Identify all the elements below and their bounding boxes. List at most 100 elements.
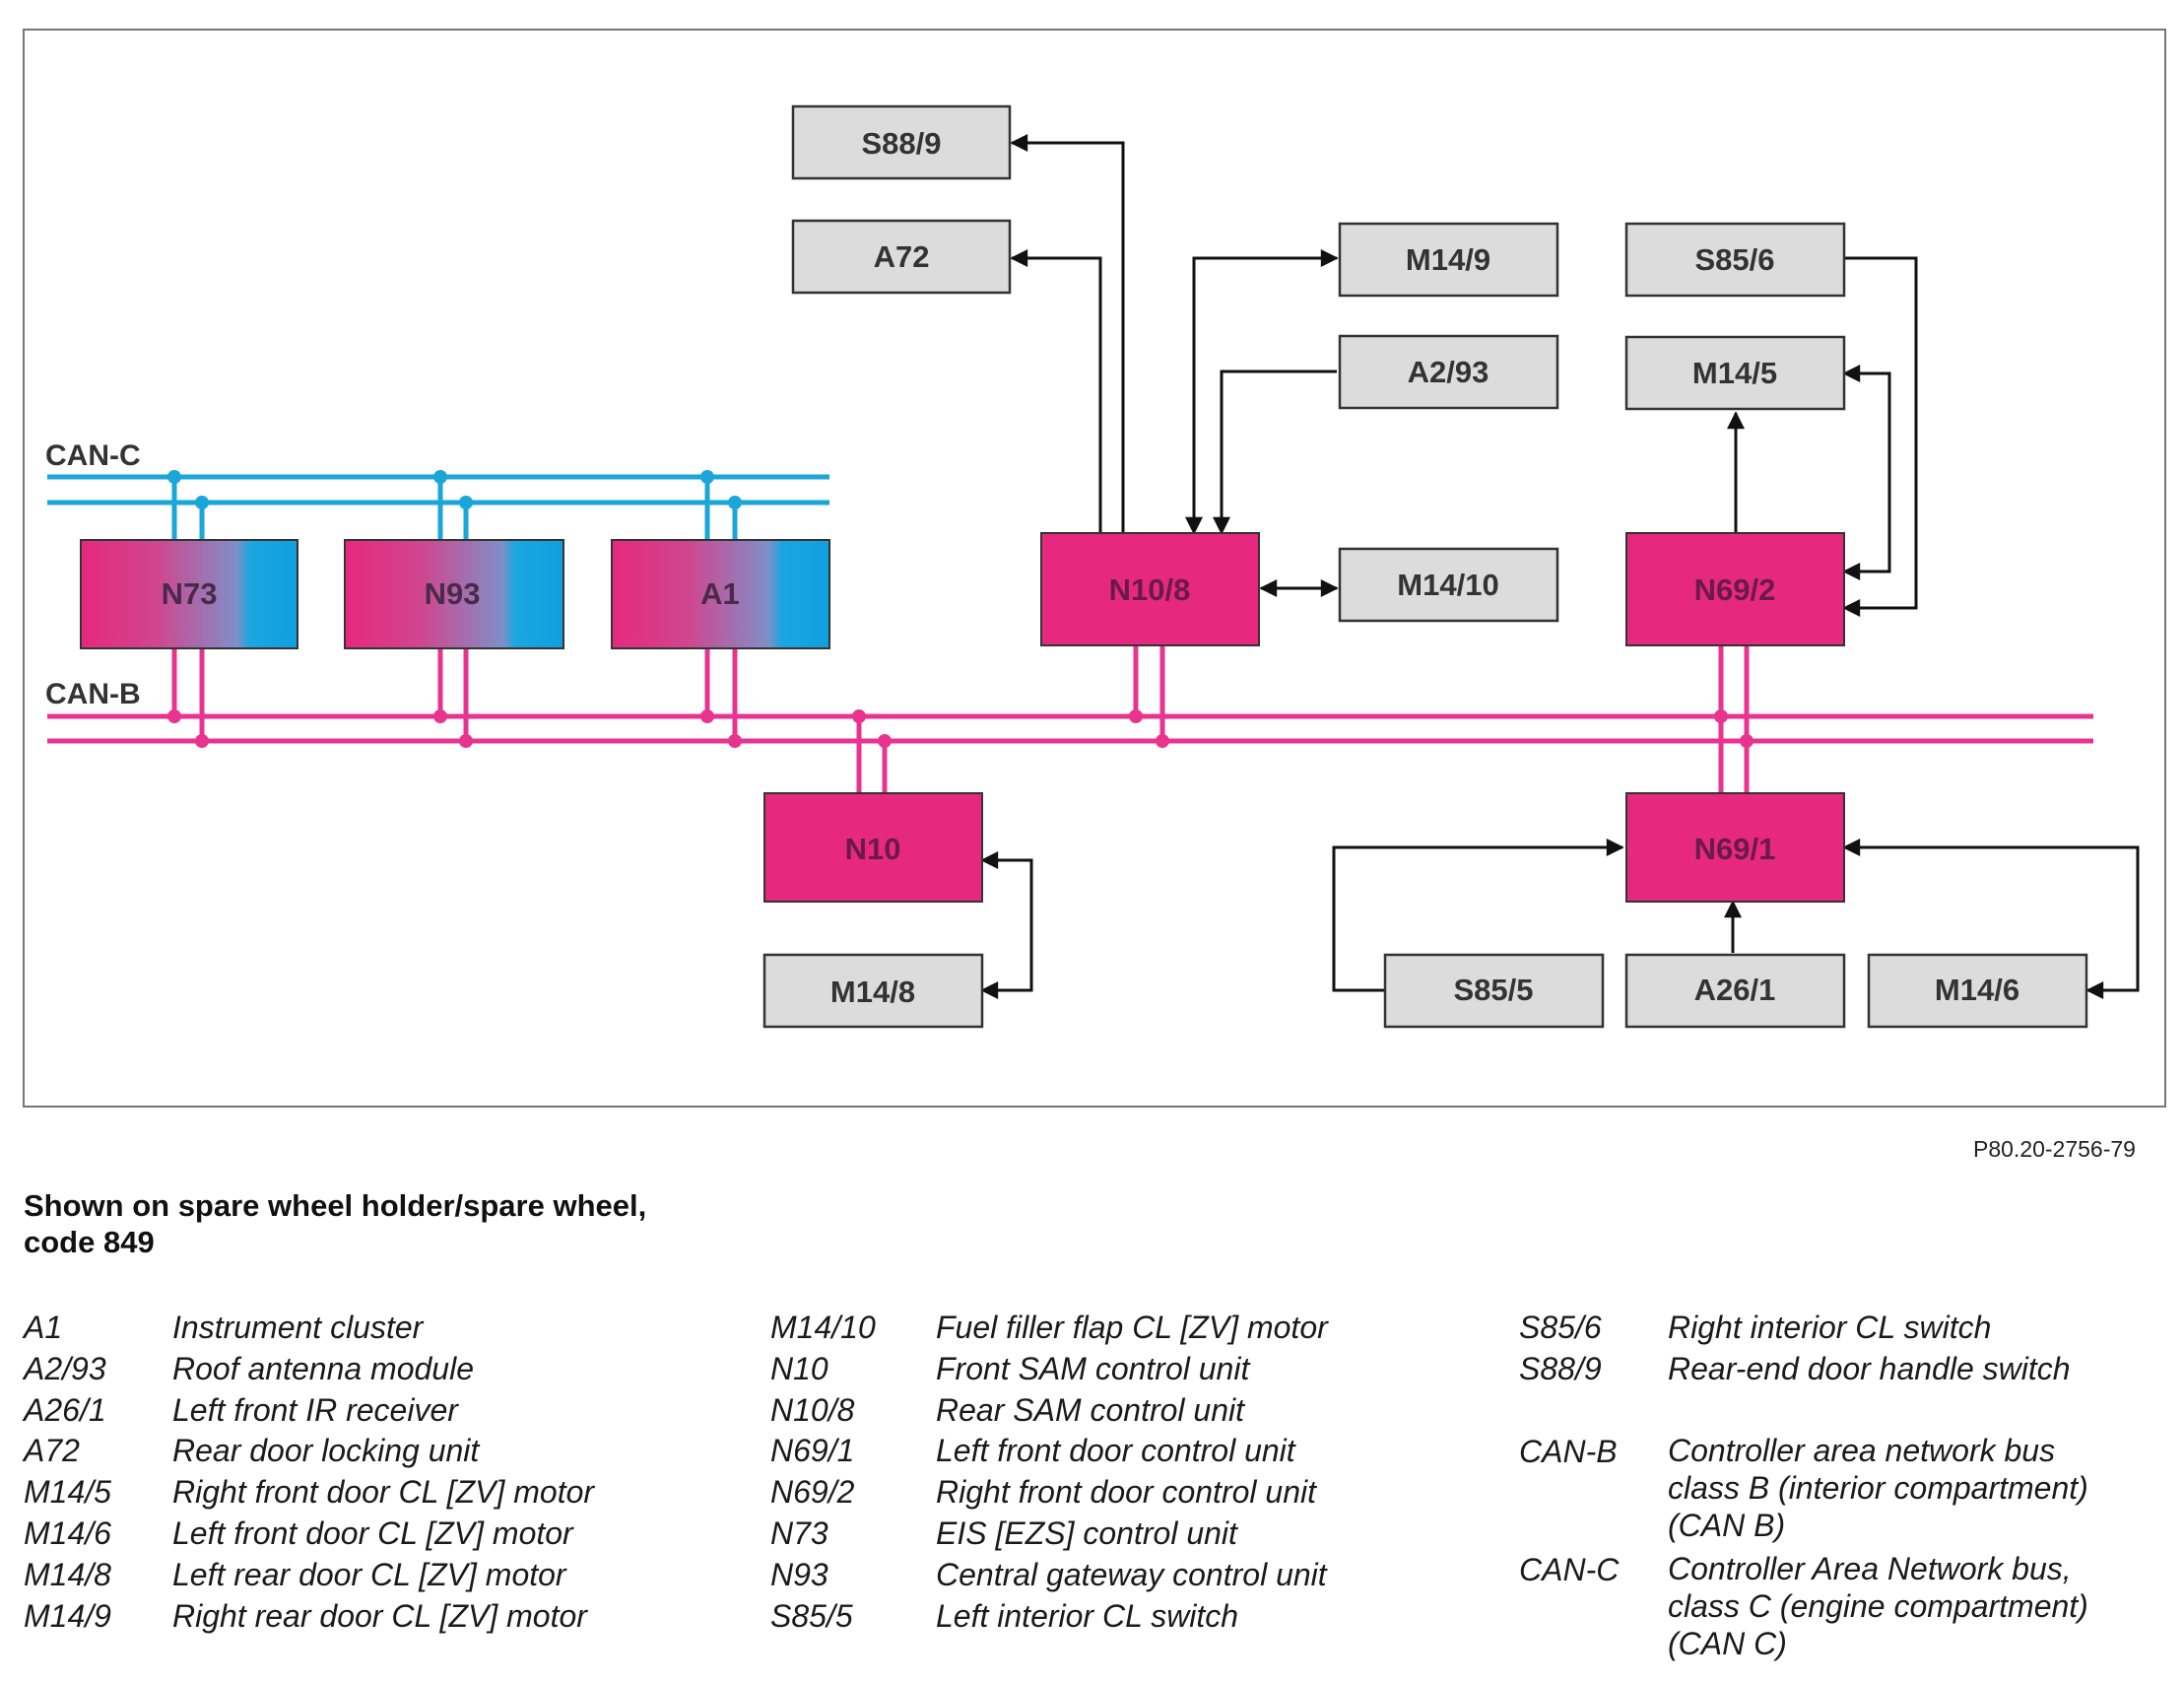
legend-item: N69/2 Right front door control unit bbox=[770, 1472, 1328, 1514]
svg-text:A2/93: A2/93 bbox=[1408, 355, 1489, 389]
legend-item: S88/9 Rear-end door handle switch bbox=[1519, 1349, 2088, 1390]
svg-text:M14/8: M14/8 bbox=[830, 975, 915, 1009]
component-a26-1: A26/1 bbox=[1624, 953, 1846, 1029]
legend-desc: Right rear door CL [ZV] motor bbox=[172, 1597, 587, 1634]
legend-code: M14/8 bbox=[24, 1556, 111, 1592]
legend-item: CAN-C Controller Area Network bus, class … bbox=[1519, 1550, 2088, 1662]
legend-code: N69/2 bbox=[770, 1474, 855, 1511]
legend-code: N10 bbox=[770, 1350, 828, 1386]
legend-code: N69/1 bbox=[770, 1433, 855, 1469]
svg-text:M14/10: M14/10 bbox=[1397, 568, 1498, 602]
component-a72: A72 bbox=[791, 219, 1012, 295]
legend-desc: Central gateway control unit bbox=[936, 1556, 1327, 1592]
svg-text:N69/2: N69/2 bbox=[1694, 572, 1776, 607]
legend-item: N10/8 Rear SAM control unit bbox=[770, 1390, 1328, 1432]
legend-code: M14/5 bbox=[24, 1474, 111, 1511]
svg-text:S85/6: S85/6 bbox=[1694, 242, 1774, 277]
legend-code: M14/10 bbox=[770, 1310, 876, 1345]
caption: Shown on spare wheel holder/spare wheel,… bbox=[24, 1188, 647, 1259]
module-a1: A1 bbox=[611, 539, 830, 649]
legend-item: A2/93 Roof antenna module bbox=[24, 1349, 594, 1390]
legend-desc: Left interior CL switch bbox=[936, 1597, 1239, 1634]
legend-item: S85/5 Left interior CL switch bbox=[770, 1596, 1328, 1638]
legend-desc: Controller Area Network bus, class C (en… bbox=[1668, 1550, 2088, 1661]
figure-code: P80.20-2756-79 bbox=[1973, 1136, 2136, 1162]
legend-desc: Right front door CL [ZV] motor bbox=[172, 1474, 595, 1511]
legend-desc: Right interior CL switch bbox=[1668, 1310, 1992, 1345]
legend-desc: Left front IR receiver bbox=[172, 1391, 458, 1428]
svg-text:S88/9: S88/9 bbox=[861, 126, 941, 161]
can-c-junctions bbox=[167, 470, 742, 509]
legend-desc: Left rear door CL [ZV] motor bbox=[172, 1556, 566, 1592]
module-n73: N73 bbox=[80, 539, 298, 649]
component-m14-9: M14/9 bbox=[1338, 222, 1559, 298]
module-n10-8: N10/8 bbox=[1040, 532, 1260, 646]
legend-item: M14/9 Right rear door CL [ZV] motor bbox=[24, 1596, 594, 1638]
legend-item: A26/1 Left front IR receiver bbox=[24, 1390, 594, 1432]
svg-text:A26/1: A26/1 bbox=[1694, 973, 1776, 1007]
legend-desc: Front SAM control unit bbox=[936, 1350, 1250, 1386]
legend-item: M14/5 Right front door CL [ZV] motor bbox=[24, 1472, 594, 1514]
legend-desc: Controller area network bus class B (int… bbox=[1668, 1432, 2088, 1543]
legend-code: M14/9 bbox=[24, 1597, 111, 1634]
legend-desc: Roof antenna module bbox=[172, 1350, 474, 1386]
legend-code: CAN-C bbox=[1519, 1551, 1620, 1587]
component-s88-9: S88/9 bbox=[791, 104, 1012, 180]
module-n69-1: N69/1 bbox=[1625, 792, 1845, 903]
legend-item: M14/8 Left rear door CL [ZV] motor bbox=[24, 1555, 594, 1596]
legend-code: N73 bbox=[770, 1514, 828, 1551]
legend-spacer bbox=[1519, 1390, 2088, 1432]
svg-text:N10/8: N10/8 bbox=[1109, 572, 1191, 607]
svg-text:N73: N73 bbox=[162, 576, 218, 611]
legend-code: N10/8 bbox=[770, 1391, 855, 1428]
legend-item: N93 Central gateway control unit bbox=[770, 1555, 1328, 1596]
legend-desc: EIS [EZS] control unit bbox=[936, 1514, 1237, 1551]
legend-item: A72 Rear door locking unit bbox=[24, 1431, 594, 1472]
legend-code: A72 bbox=[24, 1433, 80, 1469]
legend-desc: Rear door locking unit bbox=[172, 1433, 480, 1469]
svg-text:N69/1: N69/1 bbox=[1694, 832, 1776, 866]
svg-text:M14/6: M14/6 bbox=[1935, 973, 2019, 1007]
legend-column-2: M14/10 Fuel filler flap CL [ZV] motor N10… bbox=[770, 1308, 1328, 1637]
legend-desc: Rear SAM control unit bbox=[936, 1391, 1245, 1428]
legend-code: A1 bbox=[24, 1310, 63, 1345]
legend-desc: Left front door CL [ZV] motor bbox=[172, 1514, 573, 1551]
legend-item: N73 EIS [EZS] control unit bbox=[770, 1514, 1328, 1555]
component-s85-5: S85/5 bbox=[1383, 953, 1605, 1029]
component-m14-6: M14/6 bbox=[1867, 953, 2088, 1029]
svg-text:M14/9: M14/9 bbox=[1406, 242, 1490, 277]
legend-desc: Right front door control unit bbox=[936, 1474, 1316, 1511]
legend-code: A26/1 bbox=[24, 1391, 106, 1428]
component-m14-10: M14/10 bbox=[1338, 547, 1559, 623]
module-n93: N93 bbox=[344, 539, 564, 649]
svg-text:A1: A1 bbox=[700, 576, 740, 611]
component-m14-8: M14/8 bbox=[762, 953, 984, 1029]
legend-item: N10 Front SAM control unit bbox=[770, 1349, 1328, 1390]
svg-text:N10: N10 bbox=[845, 832, 901, 866]
component-s85-6: S85/6 bbox=[1624, 222, 1846, 298]
legend-code: A2/93 bbox=[24, 1350, 106, 1386]
legend-code: S85/5 bbox=[770, 1597, 853, 1634]
legend-desc: Left front door control unit bbox=[936, 1433, 1295, 1469]
wiring-diagram: CAN-C CAN-B N73 N93 A1 bbox=[23, 29, 2166, 1108]
svg-text:S85/5: S85/5 bbox=[1453, 973, 1533, 1007]
can-c-bus bbox=[47, 474, 829, 540]
legend-code: S88/9 bbox=[1519, 1350, 1602, 1386]
legend-desc: Fuel filler flap CL [ZV] motor bbox=[936, 1310, 1328, 1345]
legend-desc: Rear-end door handle switch bbox=[1668, 1350, 2071, 1386]
signal-lines bbox=[980, 134, 2140, 999]
module-n69-2: N69/2 bbox=[1625, 532, 1845, 646]
svg-text:M14/5: M14/5 bbox=[1692, 356, 1777, 390]
legend-item: M14/10 Fuel filler flap CL [ZV] motor bbox=[770, 1308, 1328, 1349]
can-b-label: CAN-B bbox=[45, 678, 141, 710]
component-m14-5: M14/5 bbox=[1624, 335, 1846, 411]
legend-code: N93 bbox=[770, 1556, 828, 1592]
module-n10: N10 bbox=[763, 792, 983, 903]
can-c-label: CAN-C bbox=[45, 439, 141, 472]
